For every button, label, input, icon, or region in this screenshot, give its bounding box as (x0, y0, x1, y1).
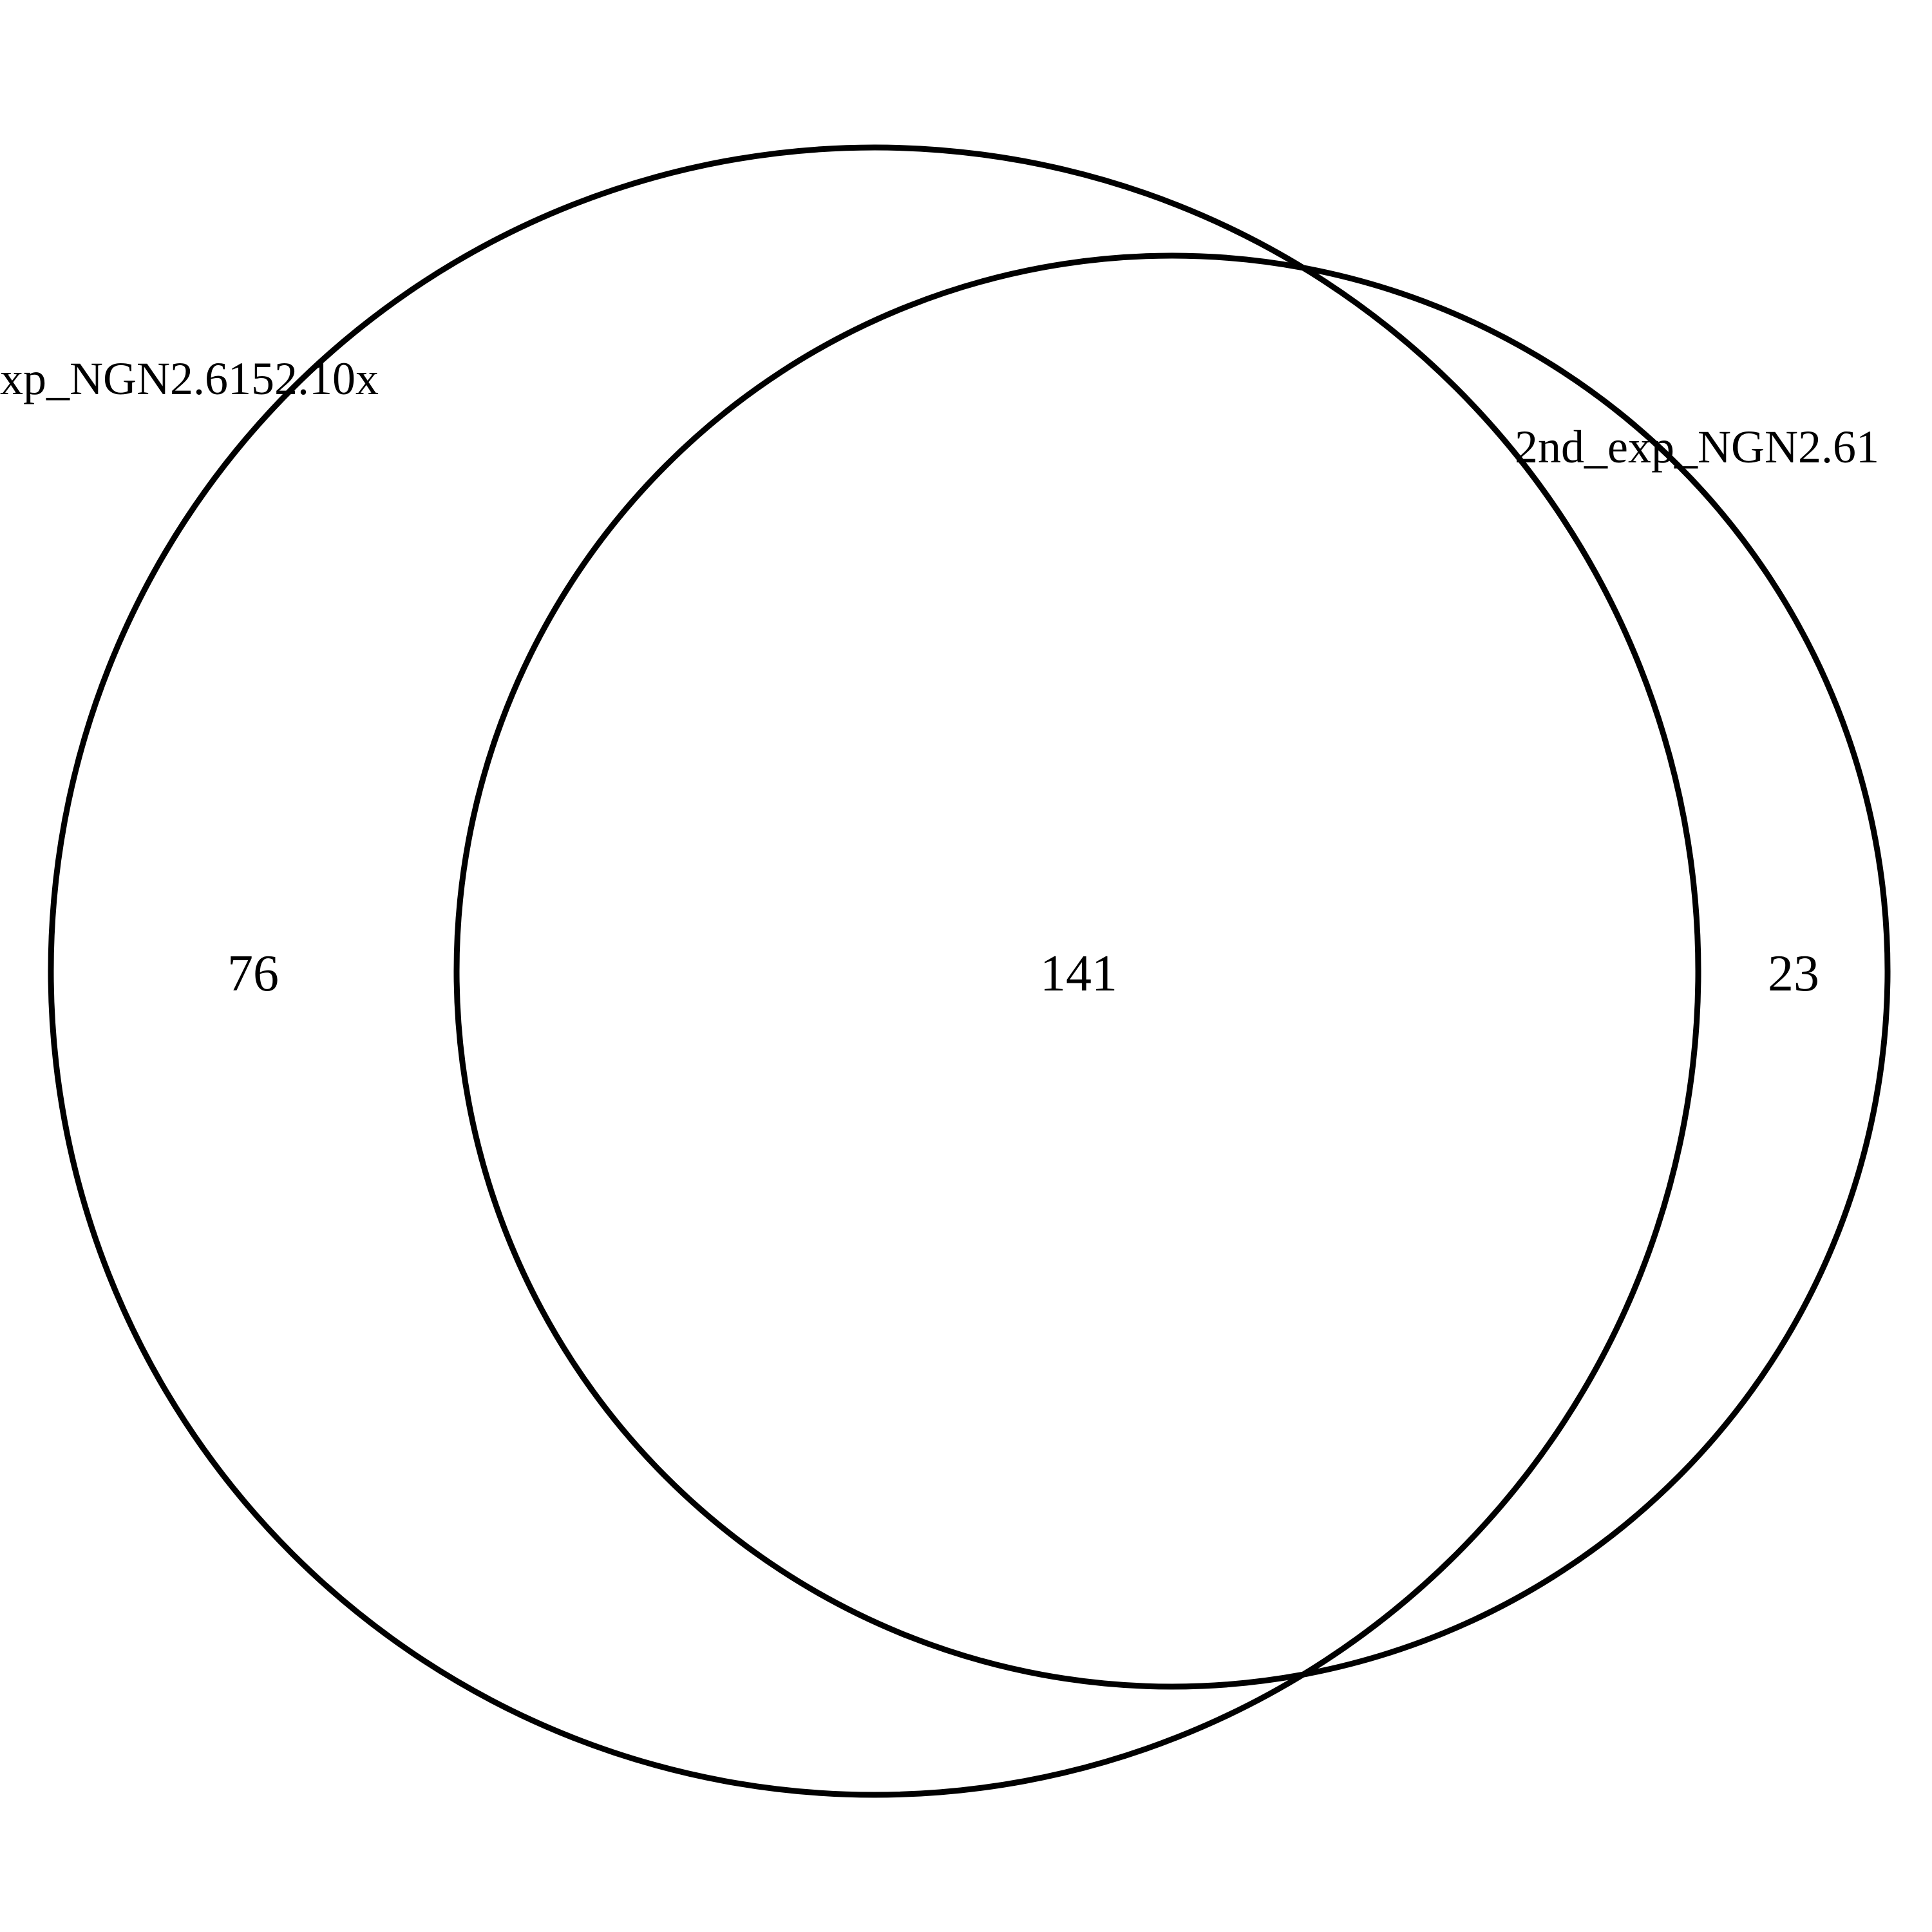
set-left-circle (48, 144, 1701, 1798)
set-left-label: xp_NGN2.6152.10x (0, 353, 379, 404)
region-right-only-count: 23 (1768, 945, 1819, 1002)
region-overlap-count: 141 (1040, 945, 1117, 1002)
set-right-circle (453, 252, 1891, 1690)
region-left-only-count: 76 (227, 945, 279, 1002)
set-right-label: 2nd_exp_NGN2.61 (1515, 421, 1879, 473)
